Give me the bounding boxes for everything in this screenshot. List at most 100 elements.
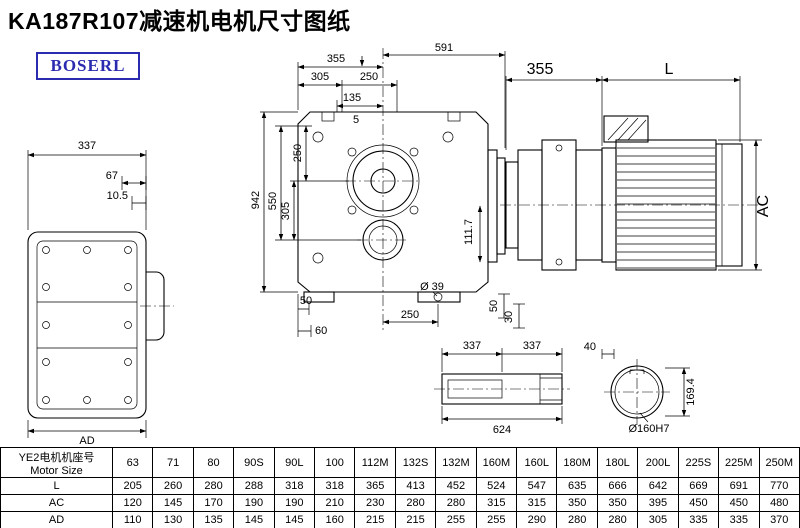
dim-cell: 280 (192, 477, 235, 495)
size-column-header: 80 (192, 447, 235, 478)
dim-cell: 350 (596, 494, 639, 512)
dim-side-67: 67 (106, 170, 118, 182)
dim-cell: 290 (516, 511, 558, 528)
dim-cell: 288 (233, 477, 275, 495)
dim-cell: 669 (677, 477, 720, 495)
dim-front-30: 30 (503, 311, 515, 323)
dimension-drawing: 337 67 10.5 AD (27, 42, 772, 447)
dim-cell: 280 (556, 511, 598, 528)
dim-cell: 365 (354, 477, 396, 495)
side-view-drawing: 337 67 10.5 AD (27, 140, 174, 447)
foot-left (303, 291, 335, 303)
dim-front-250-left: 250 (292, 144, 304, 162)
dim-motor-AC: AC (755, 195, 772, 217)
size-column-header: 180M (556, 447, 598, 478)
size-column-header: 180L (596, 447, 639, 478)
output-shaft-circles (345, 144, 421, 218)
dim-front-591: 591 (435, 42, 453, 54)
dim-front-305-top: 305 (311, 71, 329, 83)
brand-logo: BOSERL (36, 52, 140, 80)
dim-cell: 547 (516, 477, 558, 495)
dim-cell: 280 (394, 494, 437, 512)
lower-bore-circles (357, 219, 409, 261)
dim-cell: 413 (394, 477, 437, 495)
size-column-header: 112M (354, 447, 396, 478)
bore-view-drawing: 40 169.4 Ø160H7 (584, 341, 697, 435)
dim-cell: 145 (152, 494, 194, 512)
size-column-header: 71 (152, 447, 194, 478)
dim-cell: 160 (314, 511, 356, 528)
dim-front-250-top: 250 (360, 71, 378, 83)
row-label: L (0, 477, 113, 495)
dim-cell: 215 (394, 511, 437, 528)
size-column-header: 200L (637, 447, 679, 478)
dim-front-60: 60 (315, 325, 327, 337)
fan-cowl (715, 143, 743, 267)
foot-hole (433, 292, 443, 302)
dim-cell: 335 (718, 511, 760, 528)
dim-cell: 230 (354, 494, 396, 512)
dim-cell: 370 (758, 511, 800, 528)
dim-cell: 135 (192, 511, 235, 528)
size-column-header: 250M (758, 447, 800, 478)
dim-motor-L: L (665, 61, 674, 78)
size-column-header: 160L (516, 447, 558, 478)
dim-cell: 642 (637, 477, 679, 495)
motor-view-drawing: 355 L AC (500, 61, 772, 271)
dim-motor-355: 355 (527, 61, 554, 78)
dim-front-5: 5 (353, 114, 359, 126)
dim-cell: 210 (314, 494, 356, 512)
dim-cell: 350 (556, 494, 598, 512)
dim-cell: 110 (111, 511, 154, 528)
dim-cell: 450 (677, 494, 720, 512)
dim-front-50-right: 50 (488, 300, 500, 312)
size-column-header: 132S (394, 447, 437, 478)
dim-front-50-bottom: 50 (300, 295, 312, 307)
dim-cell: 318 (314, 477, 356, 495)
dim-cell: 315 (516, 494, 558, 512)
dim-side-ad: AD (79, 435, 94, 447)
dim-bore-169-4: 169.4 (685, 378, 697, 406)
size-column-header: 225S (677, 447, 720, 478)
side-bolt-holes (42, 246, 132, 404)
dim-cell: 452 (435, 477, 477, 495)
dim-cell: 635 (556, 477, 598, 495)
dim-cell: 305 (637, 511, 679, 528)
gearbox-outline (297, 111, 489, 293)
header-cn: YE2电机机座号 (18, 451, 95, 464)
foot-right (417, 291, 461, 303)
dim-cell: 770 (758, 477, 800, 495)
dim-cell: 666 (596, 477, 639, 495)
size-column-header: 100 (314, 447, 356, 478)
dim-cell: 395 (637, 494, 679, 512)
size-column-header: 132M (435, 447, 477, 478)
size-column-header: 90S (233, 447, 275, 478)
dim-cell: 480 (758, 494, 800, 512)
size-column-header: 63 (111, 447, 154, 478)
dim-front-942: 942 (250, 191, 262, 209)
dim-shaft-337-right: 337 (523, 340, 541, 352)
row-label: AC (0, 494, 113, 512)
motor-cooling-fins (617, 147, 715, 269)
dim-front-135: 135 (343, 92, 361, 104)
input-flange (487, 149, 498, 263)
page-title: KA187R107减速机电机尺寸图纸 (8, 8, 351, 34)
header-en: Motor Size (30, 464, 83, 477)
dim-cell: 524 (475, 477, 518, 495)
dim-cell: 145 (233, 511, 275, 528)
dim-front-355: 355 (327, 53, 345, 65)
terminal-box (603, 115, 649, 143)
dim-front-111-7: 111.7 (463, 219, 475, 245)
dim-shaft-624: 624 (493, 424, 511, 436)
dim-cell: 335 (677, 511, 720, 528)
brand-logo-text: BOSERL (50, 56, 126, 75)
dim-bore-40: 40 (584, 341, 596, 353)
dim-front-305-left: 305 (280, 202, 292, 220)
shaft-view-drawing: 337 337 624 (434, 340, 570, 436)
size-column-header: 160M (475, 447, 518, 478)
dim-cell: 260 (152, 477, 194, 495)
dim-bore-dia160: Ø160H7 (629, 423, 670, 435)
front-view-drawing: 591 355 305 250 135 5 250 305 (250, 42, 525, 337)
dim-cell: 205 (111, 477, 154, 495)
